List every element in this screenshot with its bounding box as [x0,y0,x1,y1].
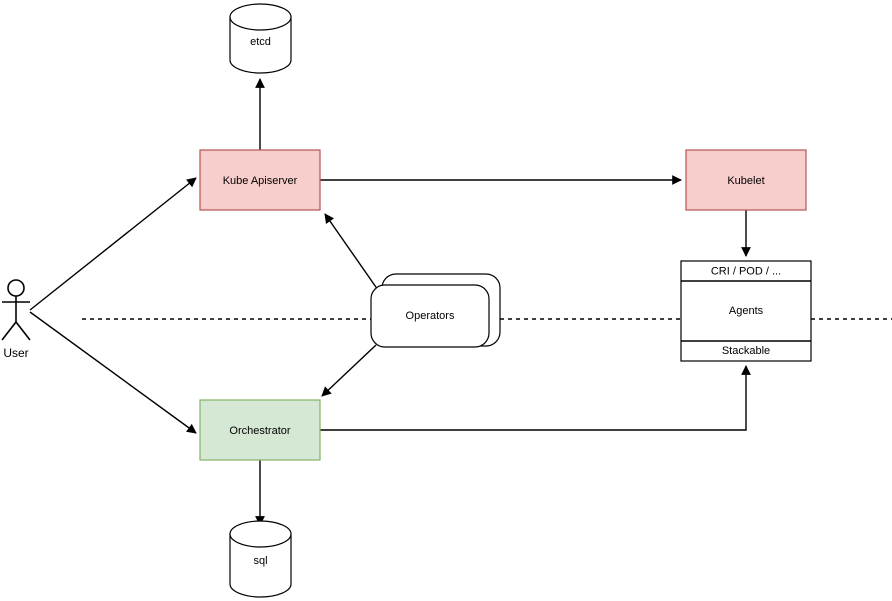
node-kubelet[interactable]: Kubelet [685,149,807,211]
etcd-cylinder-body [229,16,292,74]
node-agents[interactable]: CRI / POD / ... Agents Stackable [680,260,812,362]
orchestrator-label: Orchestrator [229,425,290,437]
agents-label: Agents [729,305,764,317]
agents-box [680,260,812,362]
sql-label: sql [253,555,267,567]
orchestrator-box [199,399,321,461]
agents-header-label: CRI / POD / ... [711,265,781,277]
sql-cylinder-top [229,520,292,548]
edge-user-to-orchestrator [29,311,197,434]
kubelet-box [685,149,807,211]
operators-label: Operators [406,310,455,322]
agents-footer-label: Stackable [722,345,770,357]
kubelet-label: Kubelet [727,175,764,187]
user-right-leg-icon [15,321,31,341]
etcd-cylinder-top [229,3,292,31]
user-head-icon [7,279,25,297]
edge-operators-to-orchestrator [321,344,377,397]
node-orchestrator[interactable]: Orchestrator [199,399,321,461]
node-user-actor[interactable]: User [1,279,31,360]
edge-user-to-kube-apiserver [29,177,197,311]
operators-front-card [370,284,490,348]
edge-operators-to-kube-apiserver [324,213,379,291]
kube-apiserver-label: Kube Apiserver [223,175,298,187]
node-sql[interactable]: sql [229,520,292,598]
user-left-leg-icon [1,321,17,341]
node-kube-apiserver[interactable]: Kube Apiserver [199,149,321,211]
edge-orchestrator-to-agents [320,365,751,431]
node-etcd[interactable]: etcd [229,3,292,74]
etcd-label: etcd [250,36,271,48]
sql-cylinder-body [229,533,292,598]
kube-apiserver-box [199,149,321,211]
node-operators[interactable]: Operators [370,273,501,348]
user-label: User [3,346,28,360]
